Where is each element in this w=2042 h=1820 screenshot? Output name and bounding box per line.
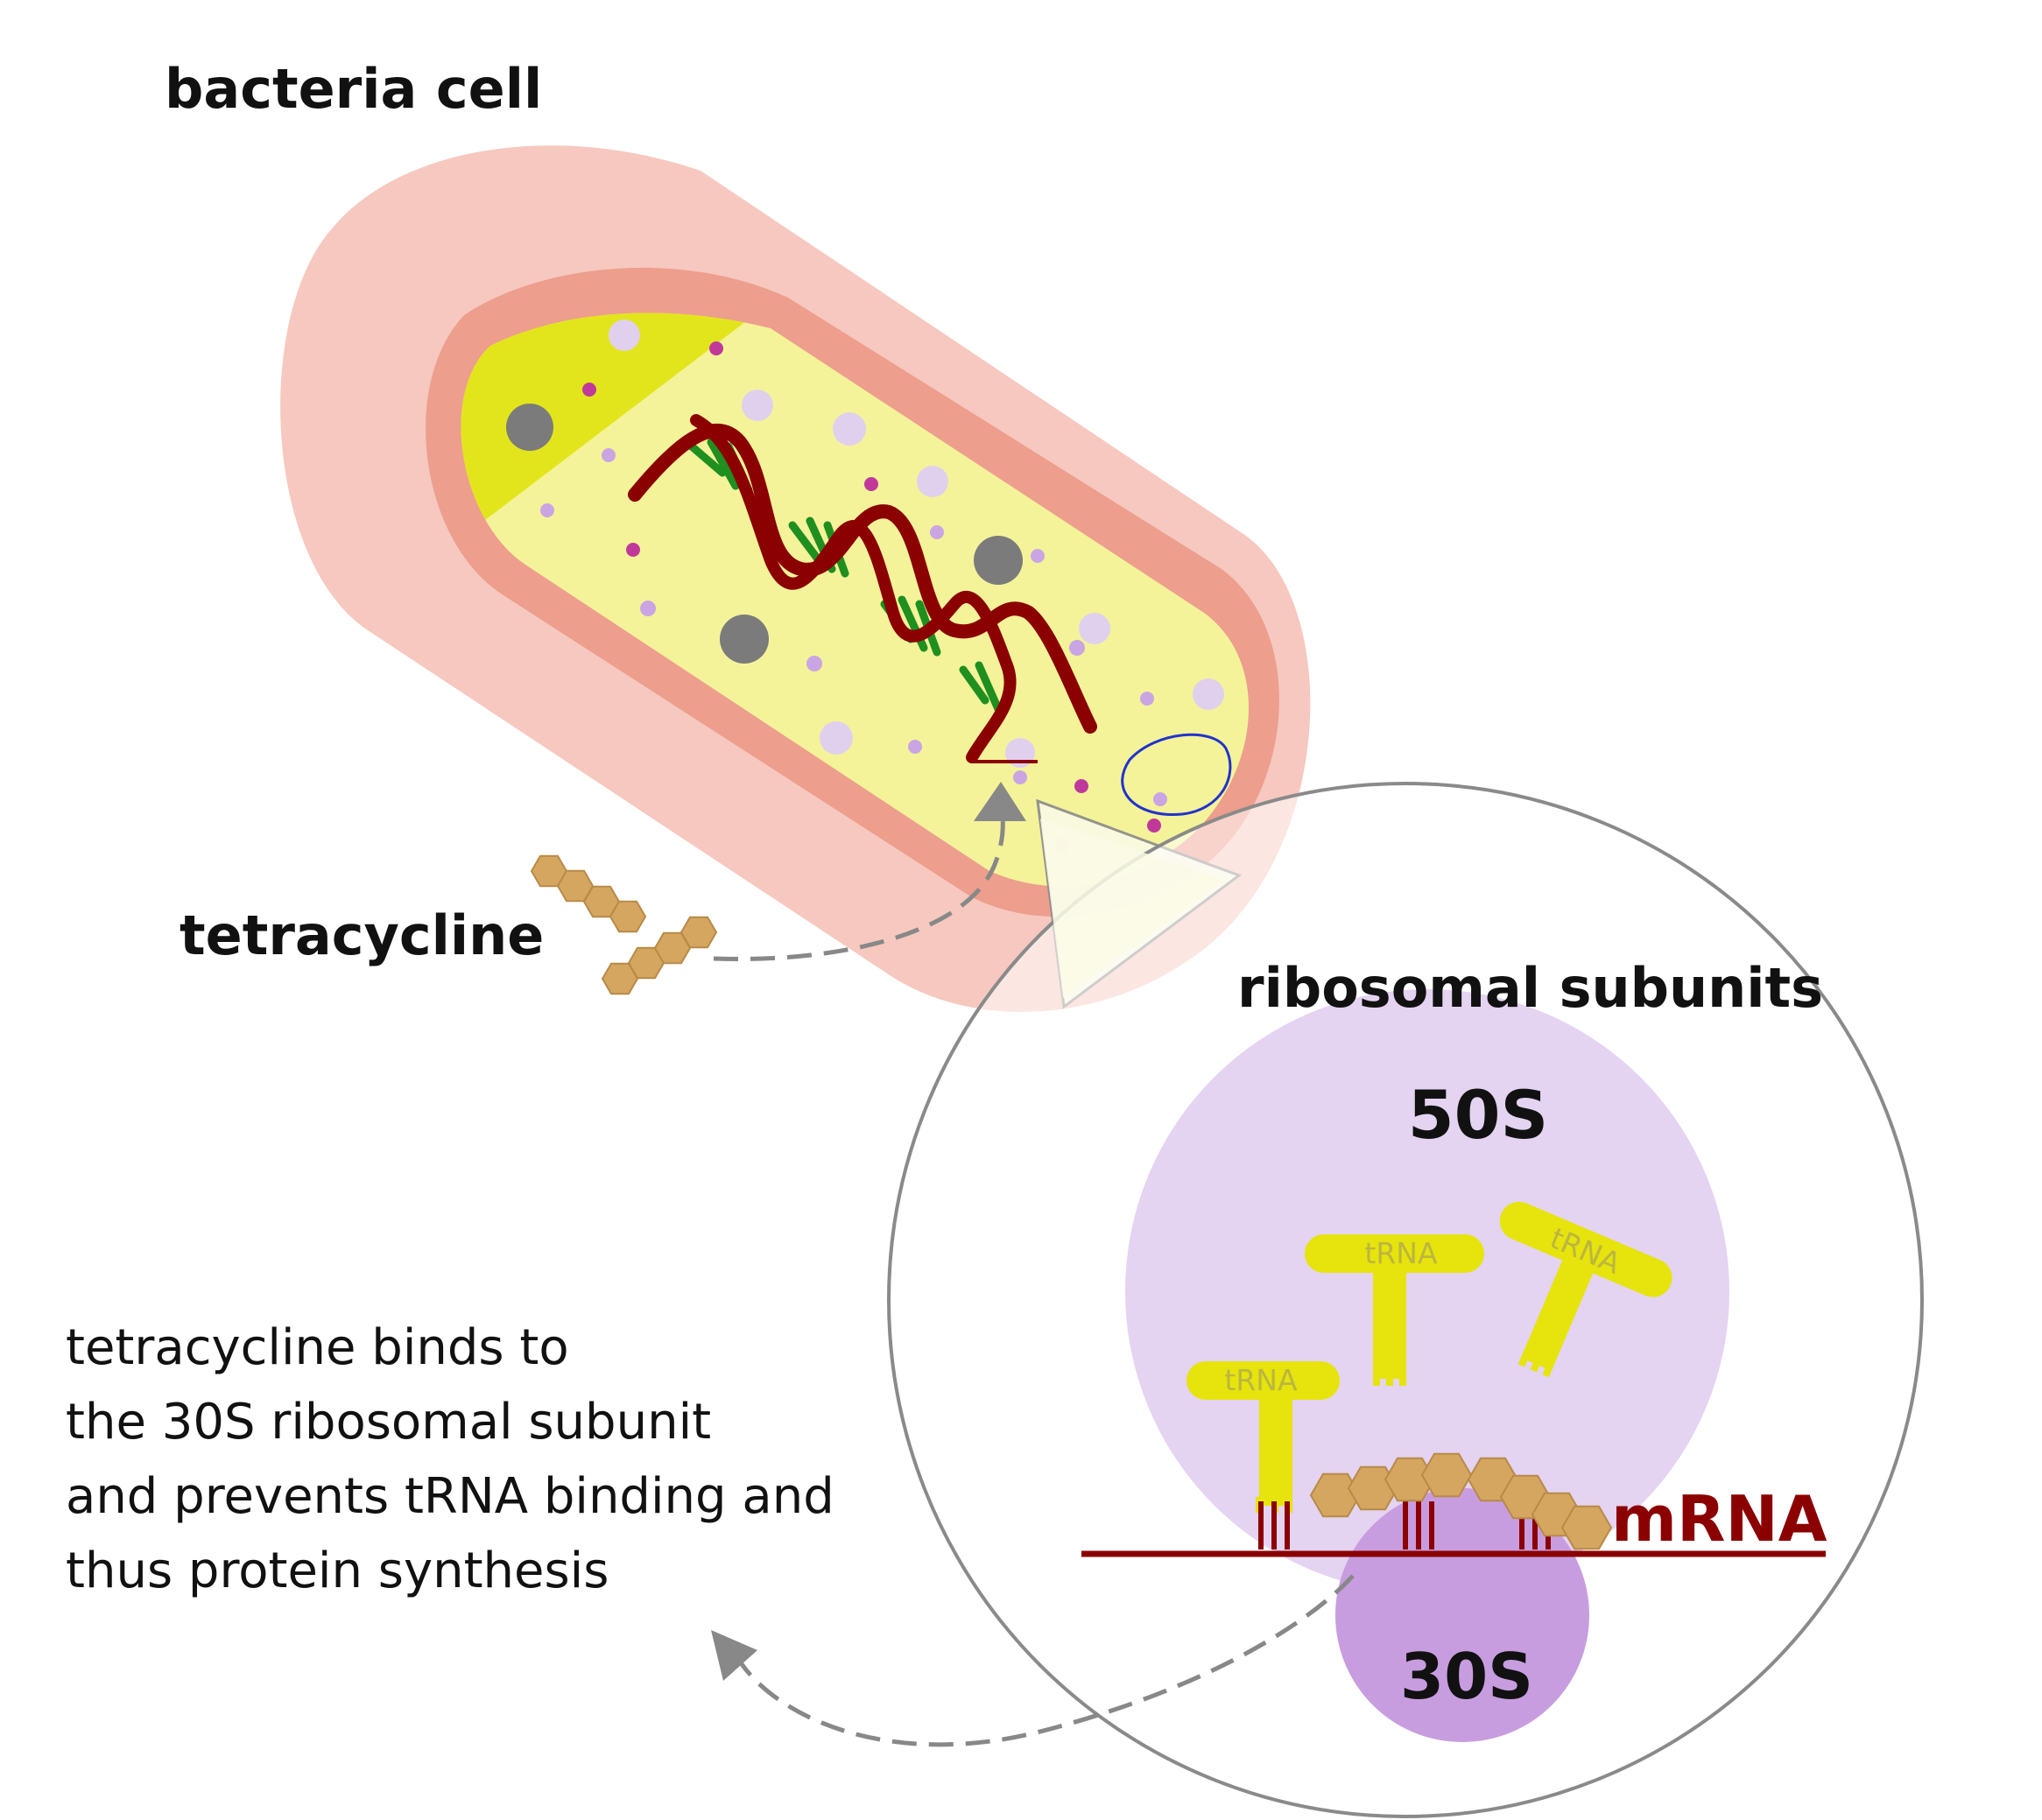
nucleoid-region [461, 313, 823, 543]
trna-2 [1305, 1234, 1484, 1386]
label-mrna: mRNA [1611, 1482, 1827, 1556]
trna-molecules [1186, 1201, 1672, 1513]
trna-1 [1186, 1361, 1340, 1513]
trna-3 [1499, 1201, 1672, 1378]
caption: tetracycline binds to the 30S ribosomal … [66, 1319, 834, 1599]
bacteria-cell [280, 145, 1311, 1012]
cytoplasm [461, 313, 1250, 887]
entry-arrow [713, 804, 1005, 961]
caption-line-2: the 30S ribosomal subunit [66, 1394, 711, 1451]
binding-arrow [733, 1574, 1355, 1747]
tetracycline-molecules [531, 854, 717, 995]
dna-strand-a [628, 423, 1097, 734]
trna-2-label: tRNA [1364, 1236, 1438, 1270]
dna-strand-b [690, 414, 1017, 763]
label-bacteria-cell: bacteria cell [165, 57, 542, 121]
caption-line-3: and prevents tRNA binding and [66, 1468, 834, 1525]
label-30s: 30S [1400, 1640, 1533, 1713]
ribosome: tRNA tRNA tRNA 50S 30 [1081, 989, 1827, 1742]
caption-line-1: tetracycline binds to [66, 1319, 569, 1376]
cytoplasm-granules [506, 320, 1224, 852]
binding-arrow-head [711, 1630, 757, 1681]
dna-helix [628, 414, 1097, 763]
label-50s: 50S [1408, 1076, 1549, 1154]
entry-arrow-head [974, 782, 1026, 821]
plasmid [1121, 733, 1232, 817]
caption-line-4: thus protein synthesis [66, 1542, 609, 1599]
trna-1-label: tRNA [1224, 1363, 1298, 1397]
tetracycline-molecule-1 [531, 854, 646, 933]
label-ribosomal-subunits: ribosomal subunits [1237, 956, 1823, 1020]
label-tetracycline: tetracycline [180, 903, 544, 967]
